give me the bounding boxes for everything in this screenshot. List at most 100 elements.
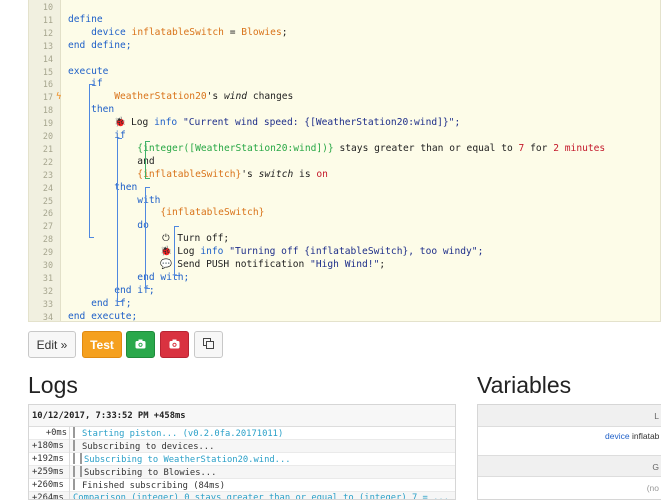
line-number: 12 <box>42 27 53 38</box>
statement-icon: ⏻ <box>162 233 170 245</box>
code-token: end if; <box>68 284 155 296</box>
log-message: Finished subscribing (84ms) <box>73 479 225 493</box>
line-number: 15 <box>42 66 53 77</box>
variable-row[interactable]: device inflatab <box>478 427 661 445</box>
code-token: {inflatableSwitch} <box>68 168 242 180</box>
edit-button[interactable]: Edit » <box>28 331 76 358</box>
log-tree-icon <box>73 453 82 464</box>
code-token: device <box>68 26 132 38</box>
log-row: +259ms Subscribing to Blowies... <box>29 466 455 479</box>
local-variables-label: L <box>654 411 659 421</box>
code-line[interactable]: 22 and <box>29 156 660 169</box>
screenshot-green-button[interactable] <box>126 331 155 358</box>
code-text: do <box>68 220 149 233</box>
code-text: 💬 Send PUSH notification "High Wind!"; <box>68 259 385 272</box>
log-message: Subscribing to devices... <box>73 440 214 454</box>
log-tree-icon <box>73 479 80 490</box>
code-token: info <box>200 246 224 258</box>
code-text: if <box>68 130 126 143</box>
line-number: 29 <box>42 247 53 258</box>
screenshot-red-button[interactable] <box>160 331 189 358</box>
code-token <box>68 259 160 270</box>
log-divider <box>69 492 70 499</box>
log-divider <box>69 453 70 466</box>
code-text: end with; <box>68 272 189 285</box>
line-number: 31 <box>42 272 53 283</box>
log-tree-icon <box>73 427 80 438</box>
code-line[interactable]: 23 {inflatableSwitch}'s switch is on <box>29 168 660 182</box>
code-line[interactable]: 13 end define; <box>29 39 660 53</box>
code-line[interactable]: 14 <box>29 53 660 66</box>
camera-icon <box>169 338 180 352</box>
code-token: end if; <box>68 297 132 309</box>
code-text: with <box>68 195 160 208</box>
global-variables-label: G <box>652 462 659 472</box>
code-line[interactable]: 24 then <box>29 182 660 195</box>
code-line[interactable]: 20 if <box>29 130 660 143</box>
execute-block-bracket <box>89 84 94 238</box>
code-line[interactable]: 11 define <box>29 14 660 27</box>
code-token: end execute; <box>68 310 138 322</box>
log-tree-icon <box>73 440 80 451</box>
if-block-bracket <box>117 138 122 302</box>
then-block-bracket <box>145 187 150 289</box>
code-line[interactable]: 28 ⏻ Turn off; <box>29 233 660 246</box>
line-number: 33 <box>42 298 53 309</box>
code-token: is <box>293 168 317 180</box>
code-token: end define; <box>68 39 132 51</box>
code-line[interactable]: 16 if <box>29 78 660 91</box>
code-token <box>68 246 160 257</box>
code-text: ⏻ Turn off; <box>68 233 229 246</box>
code-line[interactable]: 32 end if; <box>29 284 660 298</box>
code-line[interactable]: 25 with <box>29 195 660 208</box>
log-message-text: Subscribing to Blowies... <box>84 468 217 478</box>
code-text: define <box>68 14 103 27</box>
code-line[interactable]: 19 🐞 Log info "Current wind speed: {[Wea… <box>29 117 660 130</box>
code-line[interactable]: 21 {integer([WeatherStation20:wind])} st… <box>29 143 660 156</box>
log-time: +259ms <box>32 467 64 477</box>
log-divider <box>69 466 70 479</box>
code-token: "Turning off {inflatableSwitch}, too win… <box>223 246 484 258</box>
code-token: {inflatableSwitch} <box>68 207 265 219</box>
code-line[interactable]: 12 device inflatableSwitch = Blowies; <box>29 26 660 40</box>
code-line[interactable]: 27 do <box>29 220 660 233</box>
line-number: 22 <box>42 156 53 167</box>
code-line[interactable]: 33 end if; <box>29 297 660 311</box>
line-number: 27 <box>42 221 53 232</box>
line-number: 28 <box>42 234 53 245</box>
line-number: 11 <box>42 14 53 25</box>
code-line[interactable]: 26 {inflatableSwitch} <box>29 207 660 220</box>
code-token: Turn off; <box>171 233 230 245</box>
with-block-bracket <box>174 226 179 276</box>
code-token: = <box>223 26 242 38</box>
code-line[interactable]: 29 🐞 Log info "Turning off {inflatableSw… <box>29 246 660 259</box>
log-message: Subscribing to Blowies... <box>73 466 216 480</box>
no-variables-text: (no <box>646 483 659 493</box>
code-token: do <box>68 220 149 232</box>
test-button[interactable]: Test <box>82 331 122 358</box>
code-text: 🐞 Log info "Current wind speed: {[Weathe… <box>68 117 460 130</box>
code-line[interactable]: 18 then <box>29 104 660 117</box>
code-text: {integer([WeatherStation20:wind])} stays… <box>68 143 605 156</box>
copy-button[interactable] <box>194 331 223 358</box>
line-number: 24 <box>42 182 53 193</box>
code-line[interactable]: 31 end with; <box>29 272 660 285</box>
line-number: 13 <box>42 40 53 51</box>
code-token: info <box>154 117 178 129</box>
log-divider <box>69 440 70 453</box>
code-line[interactable]: 30 💬 Send PUSH notification "High Wind!"… <box>29 259 660 272</box>
code-token: if <box>68 78 103 90</box>
line-number: 17 <box>42 92 53 103</box>
log-timestamp-header: 10/12/2017, 7:33:52 PM +458ms <box>29 405 455 427</box>
code-line[interactable]: 10 <box>29 1 660 14</box>
log-message-text: Subscribing to WeatherStation20.wind... <box>84 455 291 465</box>
code-token: if <box>68 130 126 141</box>
line-number: 32 <box>42 285 53 296</box>
